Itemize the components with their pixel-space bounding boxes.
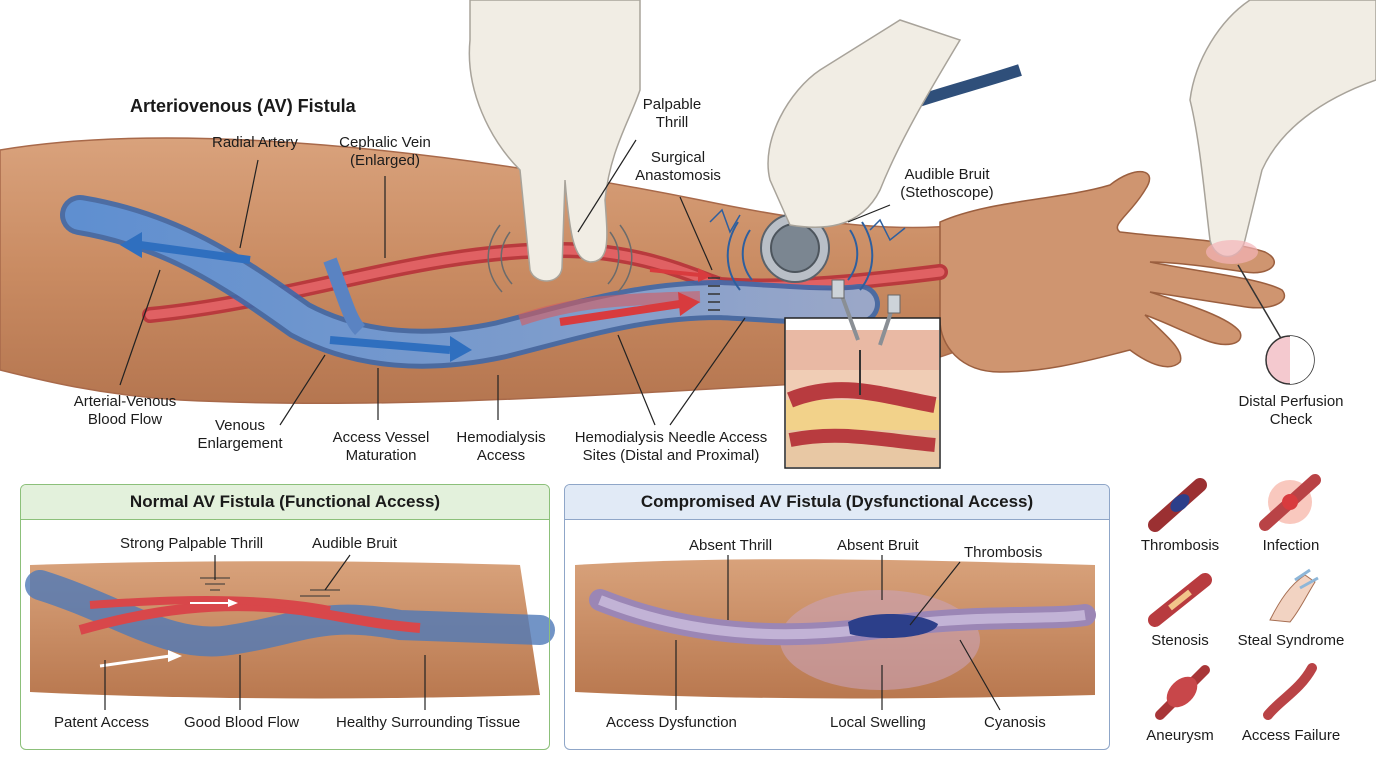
complication-label: Aneurysm [1146,727,1214,744]
label-thrombosis-panel: Thrombosis [964,544,1043,561]
normal-leaders [104,554,426,710]
compromised-fistula-art [575,559,1096,699]
label-needle-access-sites: Hemodialysis Needle Access Sites (Distal… [574,429,768,464]
compromised-fistula-panel: Compromised AV Fistula (Dysfunctional Ac… [564,484,1110,750]
normal-panel-title: Normal AV Fistula (Functional Access) [21,485,549,520]
bruit-waves [709,208,906,291]
complication-access-failure: Access Failure [1236,727,1346,745]
leader-lines [119,139,891,426]
complication-steal-syndrome: Steal Syndrome [1236,632,1346,650]
label-palpable-thrill: Palpable Thrill [642,96,702,131]
fingertip-glove [1189,0,1376,264]
label-arterial-venous-flow: Arterial-Venous Blood Flow [73,393,177,428]
label-cephalic-vein: Cephalic Vein (Enlarged) [339,134,431,169]
complication-infection: Infection [1236,537,1346,555]
label-access-vessel-maturation: Access Vessel Maturation [332,429,430,464]
thrill-waves [487,224,633,293]
needle-inset [784,279,941,469]
complication-aneurysm: Aneurysm [1125,727,1235,745]
label-absent-thrill: Absent Thrill [689,537,773,554]
label-audible-bruit: Audible Bruit (Stethoscope) [900,166,994,201]
steal-syndrome-icon [1269,568,1319,623]
complication-label: Thrombosis [1140,537,1220,554]
compromised-panel-title: Compromised AV Fistula (Dysfunctional Ac… [565,485,1109,520]
complication-thrombosis: Thrombosis [1125,537,1235,555]
label-surgical-anastomosis: Surgical Anastomosis [635,149,721,184]
label-strong-thrill: Strong Palpable Thrill [120,535,264,552]
label-access-dysfunction: Access Dysfunction [606,714,737,731]
cephalic-vein-vessel [60,195,880,369]
label-hemodialysis-access: Hemodialysis Access [456,429,546,464]
compromised-leaders [675,555,1001,711]
label-cyanosis: Cyanosis [984,714,1046,731]
label-distal-perfusion: Distal Perfusion Check [1238,393,1344,428]
complication-stenosis: Stenosis [1125,632,1235,650]
forearm [0,137,1021,405]
infection-icon [1259,474,1321,531]
stethoscope [760,19,1022,283]
label-radial-artery: Radial Artery [212,134,298,151]
label-patent-access: Patent Access [54,714,150,731]
complication-label: Infection [1262,537,1320,554]
label-local-swelling: Local Swelling [830,714,926,731]
normal-fistula-art [25,561,555,699]
complication-label: Steal Syndrome [1237,632,1345,649]
label-healthy-tissue: Healthy Surrounding Tissue [336,714,521,731]
complication-label: Stenosis [1151,632,1209,649]
access-failure-icon [1263,663,1317,720]
flow-arrows [120,232,712,362]
palpating-glove [468,0,641,282]
label-absent-bruit: Absent Bruit [837,537,919,554]
complication-label: Access Failure [1241,727,1341,744]
label-normal-audible-bruit: Audible Bruit [312,535,398,552]
thrombosis-icon [1148,478,1207,532]
anastomosis-stitches [708,277,720,311]
aneurysm-icon [1155,665,1210,720]
perfusion-indicator [1237,264,1315,385]
label-venous-enlargement: Venous Enlargement [197,417,283,452]
label-good-flow: Good Blood Flow [184,714,300,731]
stenosis-icon [1148,573,1212,627]
normal-fistula-panel: Normal AV Fistula (Functional Access) [20,484,550,750]
diagram-title: Arteriovenous (AV) Fistula [130,96,356,116]
